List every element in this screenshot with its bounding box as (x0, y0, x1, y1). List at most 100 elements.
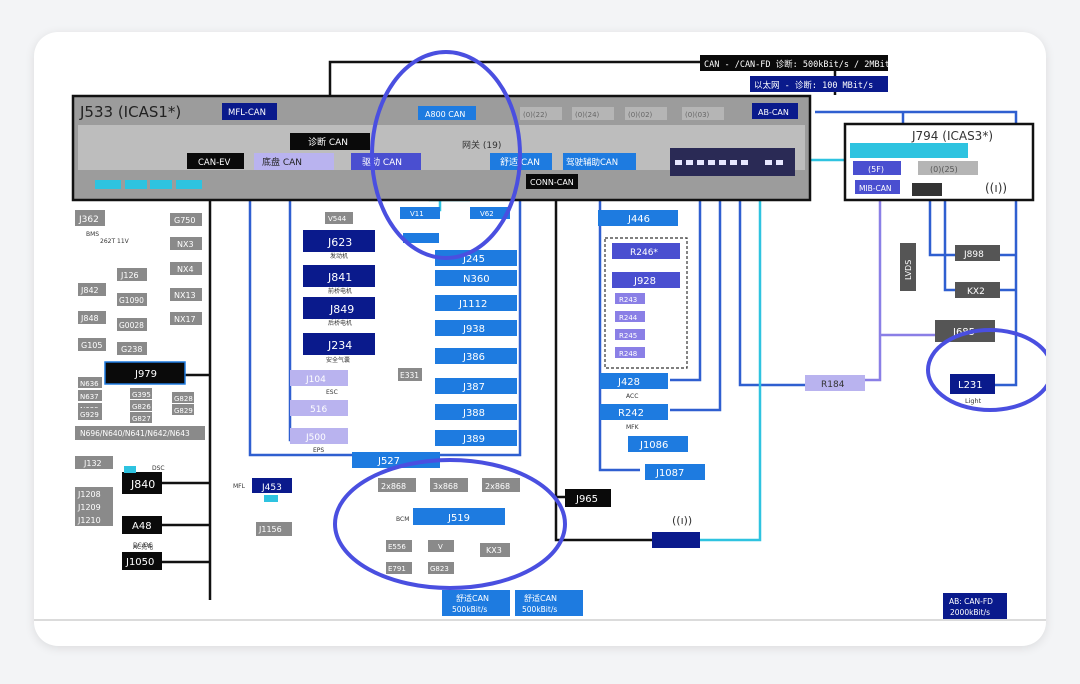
label-mid-column-j104: J104 (305, 375, 326, 385)
label-gateway-chassis-can: 底盘 CAN (262, 156, 302, 168)
card: CAN - /CAN-FD 诊断: 500kBit/s / 2MBit/s 以太… (34, 32, 1046, 646)
label-icas3-lvds: LVDS (904, 260, 913, 280)
label-left-column-g827: G827 (132, 415, 151, 423)
network-diagram: CAN - /CAN-FD 诊断: 500kBit/s / 2MBit/s 以太… (34, 50, 1046, 621)
label-center-column-s2: 3x868 (433, 482, 458, 491)
label-bottom-legend-ab: AB: CAN-FD (949, 597, 993, 606)
label-mid-column-v544: V544 (328, 215, 347, 223)
label-right-column-r243: R243 (619, 296, 637, 304)
label-gateway-port3: (0)(02) (628, 111, 653, 119)
label-right-column-l231: L231 (958, 380, 983, 391)
center-column: V11 V62 J245 N360 J1112 J938 J386 J387 J… (352, 207, 611, 574)
highlight-circle-l231 (926, 328, 1046, 412)
label-bottom-legend1: 舒适CAN (456, 593, 489, 603)
label-right-column-kx2: KX2 (967, 287, 985, 297)
label-left-column-j362: J362 (78, 215, 99, 225)
label-right-column-j428: J428 (617, 377, 640, 388)
label-mid-column-j841: J841 (327, 271, 352, 284)
label-left-column-nx13: NX13 (174, 291, 196, 300)
label-left-column-g238: G238 (121, 345, 142, 354)
label-left-column-nx17: NX17 (174, 315, 196, 324)
label-right-column-j428-sub: ACC (626, 393, 638, 400)
label-left-column-j362-note: 262T 11V (100, 238, 130, 245)
can-fd-label-box: CAN - /CAN-FD 诊断: 500kBit/s / 2MBit/s (700, 55, 900, 71)
label-center-column-mod1: J245 (462, 254, 485, 265)
label-bottom-legend1-rate: 500kBit/s (452, 605, 487, 614)
label-gateway-port2: (0)(24) (575, 111, 600, 119)
label-gateway-can-ev: CAN-EV (198, 158, 231, 168)
label-gateway-port1: (0)(22) (523, 111, 548, 119)
switch-ports (675, 160, 783, 165)
label-gateway-highlight-bus: A800 CAN (425, 110, 465, 119)
label-gateway-driver-assist-can: 驾驶辅助CAN (566, 157, 618, 168)
label-right-column-j928: J928 (633, 276, 656, 287)
label-left-column-row-long: N696/N640/N641/N642/N643 (80, 429, 190, 438)
label-left-column-j1210: J1210 (77, 516, 101, 525)
label-center-column-e556: E556 (388, 543, 406, 551)
label-center-column-mod7: J388 (462, 408, 485, 419)
label-left-column-sensor-d: G105 (81, 341, 102, 350)
legend-boxes: 舒适CAN 500kBit/s 舒适CAN 500kBit/s AB: CAN-… (442, 590, 1007, 619)
label-left-column-j1209: J1209 (77, 503, 101, 512)
mid-column: V544 J623 发动机 J841 前桥电机 J849 后桥电机 J234 安… (233, 212, 375, 536)
label-top-bus-labels-can-fd: CAN - /CAN-FD 诊断: 500kBit/s / 2MBit/s (704, 59, 900, 70)
label-left-column-sensor-a: J126 (120, 271, 139, 280)
label-center-column-mod4: J938 (462, 324, 485, 335)
label-left-column-n637: N637 (80, 393, 99, 401)
label-right-column-j1086: J1086 (639, 440, 668, 451)
label-center-column-j965: J965 (575, 494, 598, 505)
label-left-column-j1050: J1050 (125, 557, 154, 568)
ethernet-label-box: 以太网 - 诊断: 100 MBit/s (750, 76, 888, 92)
label-mid-column-j623-sub: 发动机 (330, 252, 348, 260)
label-top-bus-labels-ethernet: 以太网 - 诊断: 100 MBit/s (754, 80, 873, 91)
highlight-circle-bcm (333, 458, 567, 590)
label-left-column-g1090: G1090 (119, 296, 144, 305)
label-mid-column-j841-sub: 前桥电机 (328, 287, 352, 295)
label-gateway-gateway-label: 网关 (19) (462, 139, 501, 151)
highlight-circles (333, 50, 1046, 590)
label-gateway-mfl-can: MFL-CAN (228, 108, 266, 118)
label-left-column-g826: G826 (132, 403, 151, 411)
label-right-column-j898: J898 (963, 250, 984, 260)
label-left-column-sensor-c: J848 (80, 314, 99, 323)
label-left-column-j1050-sub: AC充电 (133, 543, 153, 551)
label-mid-column-j234-sub: 安全气囊 (326, 356, 350, 364)
label-left-column-j1208: J1208 (77, 490, 101, 499)
label-bottom-legend-ab-rate: 2000kBit/s (950, 608, 990, 617)
label-right-column-j1087: J1087 (655, 468, 684, 479)
gateway-j533: J533 (ICAS1*) MFL-CAN 诊断 CAN CAN-EV 底盘 C… (71, 94, 812, 202)
label-right-column-r184: R184 (821, 380, 845, 390)
label-right-column-r242: R242 (618, 408, 644, 419)
label-gateway-ab-can: AB-CAN (758, 108, 789, 117)
label-center-column-mod5: J386 (462, 352, 485, 363)
label-mid-column-j453-sub: MFL (233, 483, 246, 490)
label-left-column-g750: G750 (174, 216, 195, 225)
gateway-chips (95, 180, 202, 189)
label-center-column-v-a: V11 (410, 210, 424, 218)
label-left-column-g395: G395 (132, 391, 151, 399)
label-center-column-e331: E331 (400, 371, 419, 380)
label-icas3-box2: (0)(25) (930, 165, 958, 174)
gateway-title: J533 (ICAS1*) (79, 103, 181, 121)
label-mid-column-j453: J453 (261, 483, 282, 493)
label-left-column-j132: J132 (83, 459, 102, 468)
label-center-column-j527: J527 (377, 456, 400, 467)
label-mid-column-j516: 516 (310, 405, 327, 415)
label-center-column-mod2: N360 (463, 274, 490, 285)
label-left-column-n636: N636 (80, 380, 99, 388)
highlight-circle-gateway (370, 50, 522, 260)
label-mid-column-j623: J623 (327, 236, 352, 249)
label-mid-column-j849: J849 (329, 303, 354, 316)
label-left-column-j362-sub: BMS (86, 231, 99, 238)
left-column: J362 BMS 262T 11V J126 J842 J848 G105 G7… (75, 210, 205, 570)
label-left-column-j840: J840 (130, 478, 155, 491)
bus-wiring (160, 60, 1018, 600)
label-center-column-v: V (438, 543, 443, 551)
label-center-column-s3: 2x868 (485, 482, 510, 491)
label-right-column-j446: J446 (627, 214, 650, 225)
label-right-column-r242-sub: MFK (626, 424, 640, 431)
label-left-column-j979: J979 (134, 369, 157, 380)
label-icas3-can-label: MIB-CAN (859, 184, 892, 193)
label-left-column-nx4: NX4 (177, 265, 194, 274)
right-column: J446 R246* J928 R243 R244 R245 R248 J428… (598, 210, 1000, 548)
